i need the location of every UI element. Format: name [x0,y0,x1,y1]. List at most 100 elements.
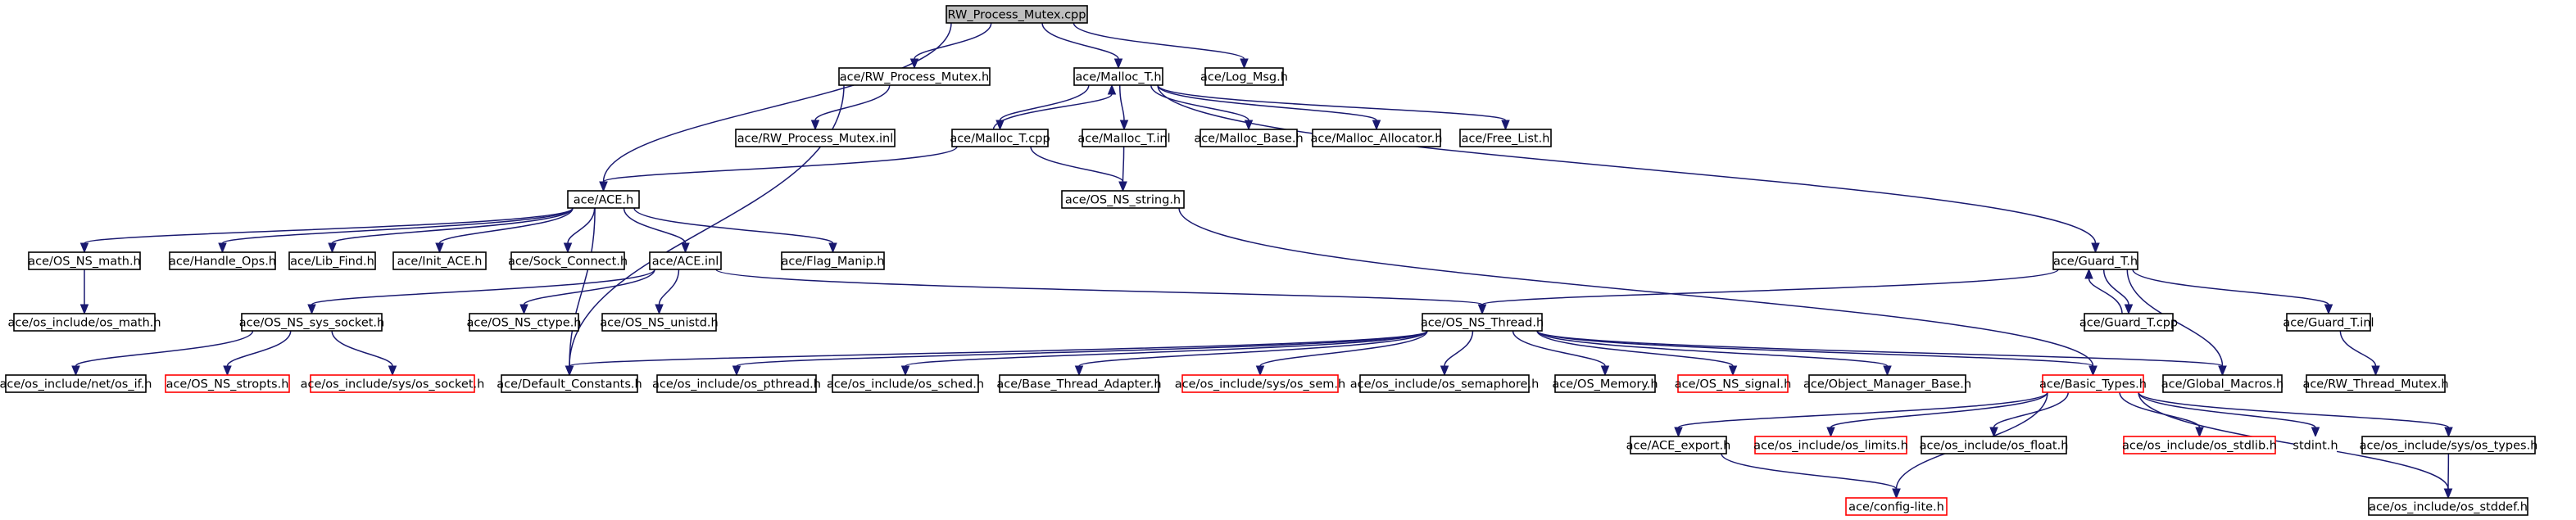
node-ace-os-include-os-stddef-h[interactable]: ace/os_include/os_stddef.h [2368,497,2528,516]
arrowhead-rw_thread_mutex [2371,365,2380,377]
node-ace-os-include-os-stdlib-h[interactable]: ace/os_include/os_stdlib.h [2122,436,2277,454]
node-ace-handle-ops-h[interactable]: ace/Handle_Ops.h [169,251,276,270]
node-ace-lib-find-h[interactable]: ace/Lib_Find.h [288,251,376,270]
node-label: ace/OS_NS_Thread.h [1421,317,1544,330]
node-ace-default-constants-h[interactable]: ace/Default_Constants.h [497,374,642,393]
node-box [735,129,896,147]
node-box [601,313,717,332]
node-label: ace/Flag_Manip.h [782,255,885,269]
edge-malloc_t_h-to-malloc_alloc [1157,84,1377,121]
node-stdint-h[interactable]: stdint.h [2293,436,2338,454]
node-ace-global-macros-h[interactable]: ace/Global_Macros.h [2161,374,2283,393]
arrowhead-ns_ctype [519,304,528,315]
node-ace-os-include-os-limits-h[interactable]: ace/os_include/os_limits.h [1753,436,1908,454]
node-label: ace/RW_Thread_Mutex.h [2302,378,2448,391]
edge-basic_types-to-os_stddef [2138,391,2449,490]
arrowhead-ace_h [599,181,608,192]
node-ace-ace-export-h[interactable]: ace/ACE_export.h [1626,436,1731,454]
node-ace-malloc-allocator-h[interactable]: ace/Malloc_Allocator.h [1311,129,1443,147]
node-ace-malloc-t-cpp[interactable]: ace/Malloc_T.cpp [950,129,1050,147]
node-label: ace/Object_Manager_Base.h [1803,378,1971,391]
node-ace-os-memory-h[interactable]: ace/OS_Memory.h [1552,374,1658,393]
arrowhead-free_list [1501,120,1510,131]
node-label: ace/OS_NS_math.h [28,255,141,269]
edge-basic_types-to-sys_os_types [2138,391,2450,428]
node-ace-rw-process-mutex-h[interactable]: ace/RW_Process_Mutex.h [838,67,991,86]
arrowhead-ns_stropts [223,365,232,377]
node-ace-os-ns-signal-h[interactable]: ace/OS_NS_signal.h [1675,374,1792,393]
arrowhead-os_semaphore [1440,365,1449,377]
arrowhead-guard_t_inl [2324,304,2333,315]
arrowhead-lib_find [328,242,337,254]
node-ace-malloc-base-h[interactable]: ace/Malloc_Base.h [1194,129,1304,147]
node-box [1808,374,1966,393]
node-label: ace/OS_NS_ctype.h [467,317,582,330]
node-ace-os-ns-ctype-h[interactable]: ace/OS_NS_ctype.h [467,313,582,332]
node-box [951,129,1049,147]
node-ace-os-include-os-pthread-h[interactable]: ace/os_include/os_pthread.h [652,374,821,393]
edge-ns_thread-to-base_thread_adapter [1078,330,1428,367]
node-ace-os-include-sys-os-types-h[interactable]: ace/os_include/sys/os_types.h [2360,436,2538,454]
node-layer: RW_Process_Mutex.cpp ace/RW_Process_Mutex… [0,5,2538,516]
node-ace-free-list-h[interactable]: ace/Free_List.h [1459,129,1552,147]
node-ace-os-include-os-math-h[interactable]: ace/os_include/os_math.h [7,313,161,332]
node-ace-sock-connect-h[interactable]: ace/Sock_Connect.h [508,251,628,270]
node-ace-os-ns-thread-h[interactable]: ace/OS_NS_Thread.h [1421,313,1544,332]
node-ace-ace-inl[interactable]: ace/ACE.inl [649,251,722,270]
node-label: ace/Guard_T.cpp [2079,317,2178,330]
edge-ns_thread-to-sys_os_sem [1259,330,1428,367]
node-ace-base-thread-adapter-h[interactable]: ace/Base_Thread_Adapter.h [996,374,1162,393]
arrowhead-object_manager_base [1883,365,1892,377]
node-ace-flag-manip-h[interactable]: ace/Flag_Manip.h [781,251,885,270]
node-ace-guard-t-inl[interactable]: ace/Guard_T.inl [2283,313,2374,332]
node-ace-object-manager-base-h[interactable]: ace/Object_Manager_Base.h [1803,374,1971,393]
node-box [165,374,290,393]
node-label: ace/Lib_Find.h [290,255,374,269]
node-ace-rw-thread-mutex-h[interactable]: ace/RW_Thread_Mutex.h [2302,374,2449,393]
node-box [5,374,147,393]
node-ace-os-include-os-semaphore-h[interactable]: ace/os_include/os_semaphore.h [1350,374,1540,393]
arrowhead-os_ns_math [79,242,89,254]
node-ace-guard-t-h[interactable]: ace/Guard_T.h [2052,251,2138,270]
arrowhead-malloc_alloc [1372,120,1381,131]
arrowhead-guard_t_h [2084,268,2093,279]
node-rw-process-mutex-cpp[interactable]: RW_Process_Mutex.cpp [946,5,1088,24]
node-label: stdint.h [2293,440,2338,453]
node-ace-os-include-sys-os-sem-h[interactable]: ace/os_include/sys/os_sem.h [1175,374,1345,393]
node-box [1073,67,1163,86]
node-ace-os-include-os-sched-h[interactable]: ace/os_include/os_sched.h [827,374,984,393]
node-ace-os-ns-string-h[interactable]: ace/OS_NS_string.h [1061,190,1185,209]
node-ace-os-include-net-os-if-h[interactable]: ace/os_include/net/os_if.h [0,374,152,393]
node-ace-os-ns-math-h[interactable]: ace/OS_NS_math.h [28,251,141,270]
node-box [1554,374,1656,393]
arrowhead-sys_socket [307,304,316,315]
node-label: ace/Handle_Ops.h [169,255,276,269]
node-label: ace/OS_NS_stropts.h [166,378,289,391]
node-ace-os-include-sys-os-socket-h[interactable]: ace/os_include/sys/os_socket.h [301,374,485,393]
node-ace-log-msg-h[interactable]: ace/Log_Msg.h [1200,67,1288,86]
edge-ns_thread-to-default_constants [569,330,1428,367]
node-ace-rw-process-mutex-inl[interactable]: ace/RW_Process_Mutex.inl [735,129,896,147]
edge-malloc_t_h-to-free_list [1157,84,1507,121]
node-ace-malloc-t-inl[interactable]: ace/Malloc_T.inl [1077,129,1171,147]
node-ace-os-include-os-float-h[interactable]: ace/os_include/os_float.h [1920,436,2069,454]
node-ace-guard-t-cpp[interactable]: ace/Guard_T.cpp [2079,313,2178,332]
node-ace-init-ace-h[interactable]: ace/Init_ACE.h [392,251,487,270]
node-box [1181,374,1339,393]
node-box [2286,313,2371,332]
node-label: ace/OS_NS_unistd.h [600,317,718,330]
node-ace-config-lite-h[interactable]: ace/config-lite.h [1845,497,1948,516]
arrowhead-ace_export [1674,427,1683,438]
node-box [510,251,625,270]
node-ace-basic-types-h[interactable]: ace/Basic_Types.h [2039,374,2147,393]
node-ace-os-ns-unistd-h[interactable]: ace/OS_NS_unistd.h [600,313,719,332]
node-ace-malloc-t-h[interactable]: ace/Malloc_T.h [1073,67,1163,86]
arrowhead-ns_thread [1477,304,1487,315]
node-ace-os-ns-sys-socket-h[interactable]: ace/OS_NS_sys_socket.h [239,313,384,332]
node-ace-ace-h[interactable]: ace/ACE.h [567,190,640,209]
node-label: RW_Process_Mutex.cpp [948,9,1086,22]
node-label: ace/OS_Memory.h [1552,378,1658,391]
node-ace-os-ns-stropts-h[interactable]: ace/OS_NS_stropts.h [165,374,290,393]
node-box [656,374,817,393]
